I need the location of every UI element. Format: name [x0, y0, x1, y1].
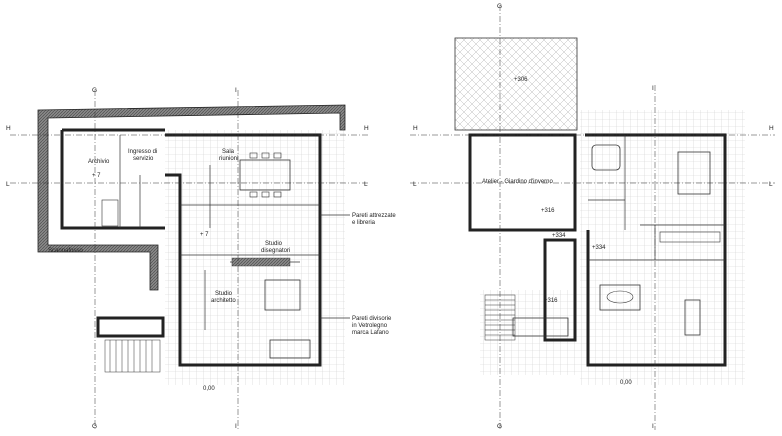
axis-label-i-top: I	[235, 87, 237, 94]
main-walls	[165, 133, 322, 367]
upper-axis-lines	[410, 5, 775, 430]
level-upper-e: 0,00	[620, 380, 632, 386]
axis-label-l-left-2: L	[413, 181, 417, 188]
terrace-grid	[165, 130, 345, 385]
ground-floor-plan: G I G I H L H L Archivio Ingresso di ser…	[6, 87, 396, 430]
room-atelier: Atelier - Giardino d'inverno	[482, 179, 554, 185]
axis-label-i-top-2: I	[652, 85, 654, 92]
axis-label-h-left-2: H	[413, 125, 418, 132]
service-wc	[101, 199, 119, 227]
dining-table	[684, 299, 701, 336]
architect-desk	[264, 279, 301, 311]
stair-block-walls	[543, 238, 577, 342]
lower-terrace-grid	[480, 290, 580, 375]
bed	[677, 151, 711, 195]
level-ground-b: + 7	[200, 232, 209, 238]
axis-label-g-top-2: G	[497, 3, 502, 10]
axis-label-i-bottom-2: I	[652, 423, 654, 430]
meeting-table	[239, 159, 291, 191]
lower-desk	[269, 339, 311, 359]
room-sala-2: riunioni	[219, 156, 238, 162]
room-archivio: Archivio	[88, 159, 110, 165]
ground-axis-lines	[10, 90, 370, 430]
light-well	[96, 316, 165, 338]
ground-stairs	[104, 339, 161, 373]
axis-label-g-top: G	[92, 87, 97, 94]
upper-terrace-grid	[580, 110, 745, 385]
level-upper-top: +306	[514, 77, 528, 83]
axis-label-h-left: H	[6, 125, 11, 132]
drafting-shelf	[231, 257, 291, 267]
upper-interior-walls	[588, 135, 725, 261]
note-pareti-divisorie-3: marca Lafano	[352, 330, 389, 336]
level-upper-a: +316	[541, 208, 555, 214]
level-ground-a: + 7	[92, 173, 101, 179]
note-pareti-divisorie-1: Pareti divisorie	[352, 316, 392, 322]
axis-label-i-bottom: I	[235, 423, 237, 430]
meeting-chairs	[249, 152, 282, 198]
room-disegnatori-1: Studio	[265, 241, 283, 247]
scannafosso-wall	[37, 104, 346, 291]
kitchen-counter	[659, 231, 721, 243]
room-ingresso-1: Ingresso di	[128, 149, 157, 155]
room-disegnatori-2: disegnatori	[261, 248, 290, 254]
level-upper-c: +334	[592, 245, 606, 251]
west-wing-walls	[60, 128, 165, 230]
bathtub	[591, 144, 621, 171]
level-ground-c: 0,00	[203, 386, 215, 392]
sofa	[599, 284, 641, 311]
coffee-table	[606, 290, 634, 304]
axis-label-h-right-2: H	[769, 125, 774, 132]
first-floor-plan: G I G I H L H L Atelier - Giardino d'inv…	[410, 3, 775, 430]
note-pareti-attrezzate-1: Pareti attrezzate	[352, 213, 396, 219]
pergola	[454, 37, 578, 131]
note-pareti-divisorie-2: in Vetrolegno	[352, 323, 388, 329]
interior-walls	[119, 135, 320, 330]
label-scannafosso: Scannafosso	[48, 248, 83, 254]
room-architetto-1: Studio	[215, 291, 233, 297]
planter	[512, 317, 569, 337]
axis-label-g-bottom: G	[92, 423, 97, 430]
axis-label-l-right: L	[364, 181, 368, 188]
axis-label-g-bottom-2: G	[497, 423, 502, 430]
axis-label-h-right: H	[364, 125, 369, 132]
level-upper-d: +316	[544, 298, 558, 304]
axis-label-l-right-2: L	[769, 181, 773, 188]
room-ingresso-2: servizio	[133, 156, 154, 162]
level-upper-b: +334	[552, 233, 566, 239]
room-architetto-2: architetto	[211, 298, 236, 304]
note-pareti-attrezzate-2: e libreria	[352, 220, 376, 226]
room-sala-1: Sala	[222, 149, 235, 155]
axis-label-l-left: L	[6, 181, 10, 188]
note-leaders	[320, 214, 350, 319]
